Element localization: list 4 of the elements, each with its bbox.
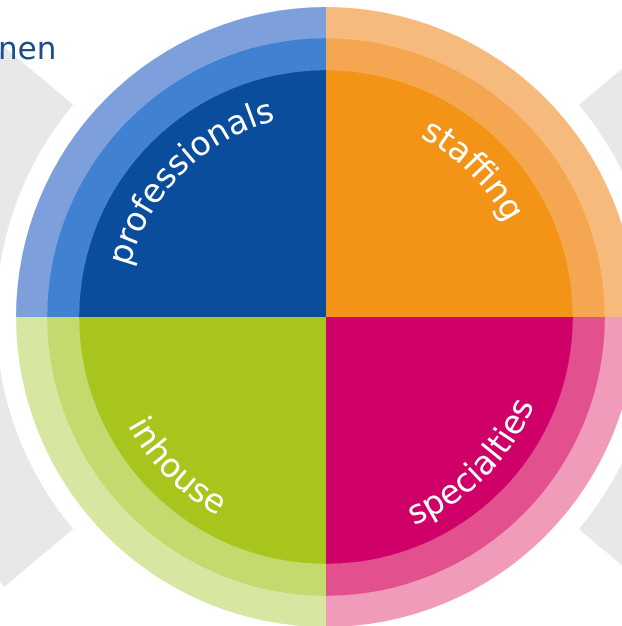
quadrant-segment	[326, 317, 622, 626]
heading-fragment: nen	[0, 34, 56, 65]
quadrant-segment	[16, 317, 326, 626]
quadrant-segment	[326, 7, 622, 317]
